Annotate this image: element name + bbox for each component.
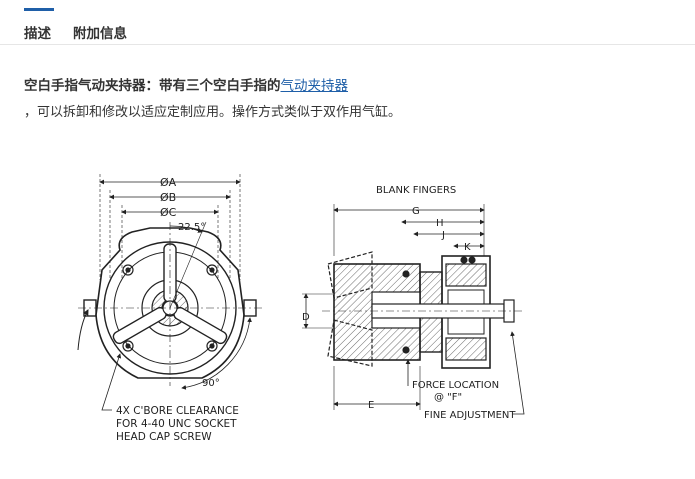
tab-additional-info[interactable]: 附加信息	[73, 26, 127, 42]
side-section-view	[302, 204, 525, 415]
dim-j-label: J	[441, 230, 445, 241]
callout-line-3: HEAD CAP SCREW	[116, 431, 212, 443]
force-location-label: FORCE LOCATION	[412, 380, 499, 391]
pneumatic-gripper-link[interactable]: 气动夹持器	[280, 78, 349, 94]
fine-adjustment-label: FINE ADJUSTMENT	[424, 410, 516, 421]
dim-a-label: ØA	[160, 176, 177, 189]
callout-line-1: 4X C'BORE CLEARANCE	[116, 405, 239, 417]
dim-b-label: ØB	[160, 191, 176, 204]
angle-90-label: 90°	[202, 378, 220, 389]
dim-g-label: G	[412, 206, 420, 217]
technical-drawing: ØA ØB ØC 22.5° 90° 4X C'BORE CLEARANCE F…	[77, 174, 525, 443]
front-view-labels: ØA ØB ØC 22.5° 90° 4X C'BORE CLEARANCE F…	[116, 176, 239, 443]
dim-h-label: H	[436, 218, 444, 229]
front-view	[77, 174, 262, 411]
dim-k-label: K	[464, 242, 471, 253]
callout-line-2: FOR 4-40 UNC SOCKET	[116, 418, 237, 430]
active-tab-indicator	[24, 8, 54, 11]
force-at-label: @ "F"	[434, 392, 462, 403]
tab-bar: 描述 附加信息	[0, 0, 695, 45]
dim-e-label: E	[368, 400, 374, 411]
side-view-labels: BLANK FINGERS G H J K D E FORCE LOCATION…	[302, 185, 516, 421]
tab-description[interactable]: 描述	[24, 26, 51, 42]
blank-fingers-label: BLANK FINGERS	[376, 185, 456, 196]
dim-d-label: D	[302, 312, 310, 323]
headline-text: 空白手指气动夹持器：带有三个空白手指的	[24, 78, 281, 94]
product-headline: 空白手指气动夹持器：带有三个空白手指的气动夹持器	[24, 74, 348, 94]
dim-c-label: ØC	[160, 206, 177, 219]
angle-22-label: 22.5°	[178, 222, 205, 233]
product-description: ，可以拆卸和修改以适应定制应用。操作方式类似于双作用气缸。	[24, 105, 402, 120]
